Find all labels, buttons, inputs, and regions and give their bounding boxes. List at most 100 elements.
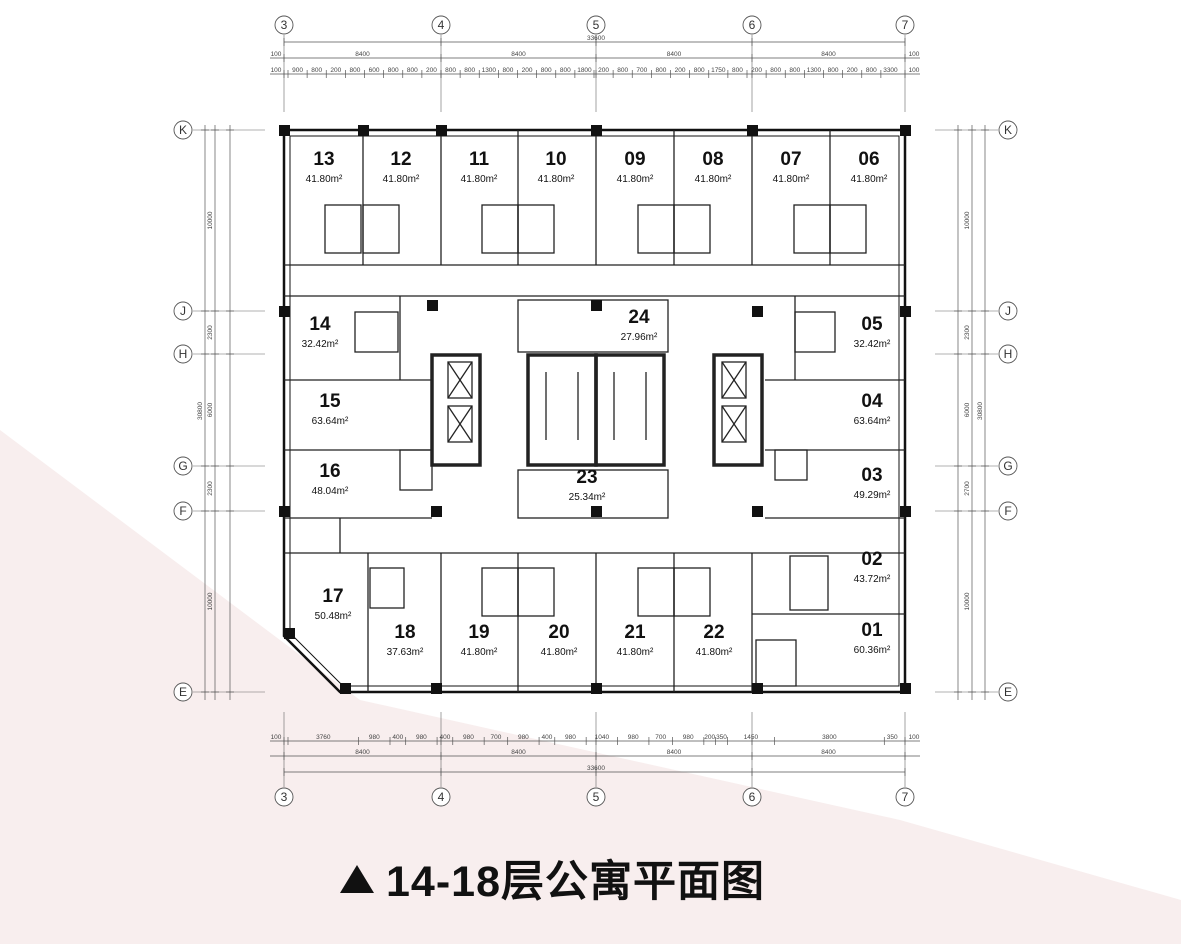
unit-number-04: 04	[861, 391, 883, 412]
unit-area-20: 41.80m²	[541, 647, 578, 658]
axis-bubble-7-bottom	[895, 787, 915, 807]
axis-bubble-4-top	[431, 15, 451, 35]
top-detail-dim-19: 800	[656, 67, 667, 74]
top-detail-dim-21: 800	[694, 67, 705, 74]
unit-number-09: 09	[624, 149, 645, 170]
axis-bubble-3-bottom	[274, 787, 294, 807]
unit-number-05: 05	[861, 314, 883, 335]
left-seg-dim-2: 6000	[207, 402, 214, 417]
axis-bubble-K-right	[998, 120, 1018, 140]
top-detail-dim-27: 1300	[807, 67, 822, 74]
axis-label-K-right: K	[1004, 123, 1012, 137]
axis-bubble-F-right	[998, 501, 1018, 521]
top-total-dim: 33600	[587, 35, 605, 42]
triangle-marker-icon	[340, 865, 374, 893]
axis-bubble-6-top	[742, 15, 762, 35]
unit-area-22: 41.80m²	[696, 647, 733, 658]
top-detail-dim-16: 200	[598, 67, 609, 74]
unit-area-21: 41.80m²	[617, 647, 654, 658]
unit-number-22: 22	[703, 622, 724, 643]
unit-number-08: 08	[702, 149, 723, 170]
column-15	[900, 506, 911, 517]
column-7	[427, 300, 438, 311]
left-seg-dim-0: 10000	[207, 211, 214, 229]
column-4	[747, 125, 758, 136]
unit-area-10: 41.80m²	[538, 174, 575, 185]
axis-bubble-H-left	[173, 344, 193, 364]
unit-number-10: 10	[545, 149, 566, 170]
unit-area-12: 41.80m²	[383, 174, 420, 185]
column-0	[279, 125, 290, 136]
axis-label-E-left: E	[179, 685, 187, 699]
top-detail-dim-7: 200	[426, 67, 437, 74]
axis-label-4-top: 4	[438, 18, 445, 32]
column-9	[752, 306, 763, 317]
unit-area-19: 41.80m²	[461, 647, 498, 658]
axis-bubble-7-top	[895, 15, 915, 35]
unit-number-02: 02	[861, 549, 882, 570]
bottom-bay-dim-3: 8400	[821, 749, 836, 756]
bottom-detail-dim-7: 980	[518, 734, 529, 741]
top-detail-dim-10: 1300	[482, 67, 497, 74]
bottom-detail-dim-5: 980	[463, 734, 474, 741]
top-edge-dim-left-2: 100	[271, 67, 282, 74]
top-detail-dim-24: 200	[751, 67, 762, 74]
axis-label-F-right: F	[1004, 504, 1011, 518]
axis-label-H-left: H	[179, 347, 188, 361]
column-19	[591, 683, 602, 694]
axis-label-3-top: 3	[281, 18, 288, 32]
plan-title: 14-18层公寓平面图	[386, 858, 765, 906]
bottom-detail-dim-4: 400	[439, 734, 450, 741]
bottom-edge-dim-left: 100	[271, 734, 282, 741]
axis-label-E-right: E	[1004, 685, 1012, 699]
unit-area-06: 41.80m²	[851, 174, 888, 185]
top-detail-dim-9: 800	[464, 67, 475, 74]
bottom-detail-dim-1: 980	[369, 734, 380, 741]
axis-label-5-bottom: 5	[593, 790, 600, 804]
bottom-detail-dim-17: 3800	[822, 734, 837, 741]
top-detail-dim-28: 800	[828, 67, 839, 74]
right-seg-dim-2: 6000	[964, 402, 971, 417]
unit-area-01: 60.36m²	[854, 645, 891, 656]
top-detail-dim-12: 200	[522, 67, 533, 74]
top-edge-dim-left: 100	[271, 51, 282, 58]
top-detail-dim-26: 800	[789, 67, 800, 74]
right-seg-dim-4: 10000	[964, 592, 971, 610]
unit-number-07: 07	[780, 149, 801, 170]
unit-area-14: 32.42m²	[302, 339, 339, 350]
axis-bubble-J-left	[173, 301, 193, 321]
column-3	[591, 125, 602, 136]
unit-number-24: 24	[628, 307, 650, 328]
axis-bubble-E-left	[173, 682, 193, 702]
axis-label-J-right: J	[1005, 304, 1011, 318]
top-detail-dim-15: 1800	[577, 67, 592, 74]
top-bay-dim-3: 8400	[821, 51, 836, 58]
unit-number-06: 06	[858, 149, 879, 170]
axis-bubble-6-bottom	[742, 787, 762, 807]
bottom-bay-dim-1: 8400	[511, 749, 526, 756]
bottom-bay-dim-0: 8400	[355, 749, 370, 756]
top-detail-dim-17: 800	[617, 67, 628, 74]
building-outline	[282, 128, 907, 694]
column-1	[358, 125, 369, 136]
column-8	[591, 300, 602, 311]
unit-area-17: 50.48m²	[315, 611, 352, 622]
column-6	[279, 306, 290, 317]
top-edge-dim-right: 100	[909, 51, 920, 58]
bottom-total-dim: 33600	[587, 765, 605, 772]
axis-bubble-K-left	[173, 120, 193, 140]
unit-area-02: 43.72m²	[854, 574, 891, 585]
top-detail-dim-1: 800	[311, 67, 322, 74]
top-detail-dim-22: 1750	[711, 67, 726, 74]
dimension-lines	[201, 38, 989, 776]
top-detail-dim-11: 800	[503, 67, 514, 74]
bottom-detail-dim-6: 700	[490, 734, 501, 741]
right-seg-dim-0: 10000	[964, 211, 971, 229]
unit-number-14: 14	[309, 314, 331, 335]
unit-number-13: 13	[313, 149, 334, 170]
top-bay-dim-0: 8400	[355, 51, 370, 58]
axis-bubble-3-top	[274, 15, 294, 35]
unit-number-18: 18	[394, 622, 415, 643]
unit-number-21: 21	[624, 622, 646, 643]
